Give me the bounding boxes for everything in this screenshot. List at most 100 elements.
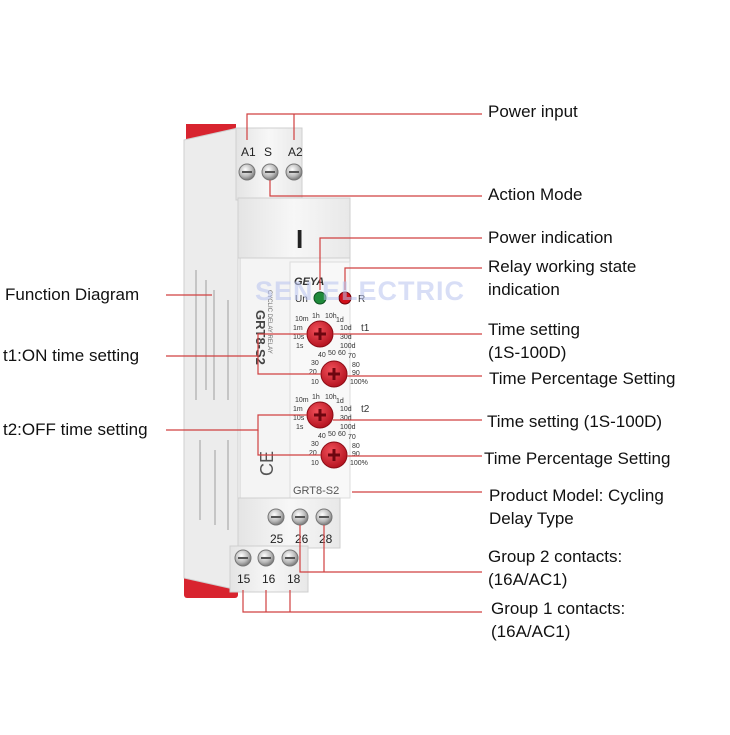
bottom-terminal-screws: [234, 549, 299, 567]
label-group1: Group 1 contacts: (16A/AC1): [491, 599, 626, 641]
svg-text:1d: 1d: [336, 317, 344, 324]
svg-text:100%: 100%: [350, 460, 368, 467]
mode-mark: I: [296, 224, 303, 254]
svg-text:25: 25: [270, 532, 284, 546]
svg-text:26: 26: [295, 532, 309, 546]
label-product-model: Product Model: Cycling Delay Type: [489, 486, 664, 528]
svg-text:20: 20: [309, 450, 317, 457]
label-pct-setting-1: Time Percentage Setting: [489, 369, 676, 388]
svg-text:10d: 10d: [340, 325, 352, 332]
svg-text:10h: 10h: [325, 313, 337, 320]
svg-text:10m: 10m: [295, 397, 309, 404]
svg-text:10s: 10s: [293, 415, 305, 422]
relay-led: [338, 291, 352, 305]
model-label: GRT8-S2: [293, 485, 339, 497]
line-action-mode: [269, 180, 482, 197]
svg-text:100d: 100d: [340, 343, 356, 350]
line-t2-b: [257, 430, 321, 456]
side-small-text: CYCLIC DELAY RELAY: [266, 290, 272, 354]
svg-text:90: 90: [352, 451, 360, 458]
line-power-input: [246, 113, 482, 140]
svg-text:70: 70: [348, 353, 356, 360]
svg-text:40: 40: [318, 352, 326, 359]
label-t2-off: t2:OFF time setting: [3, 420, 148, 439]
svg-text:1h: 1h: [312, 313, 320, 320]
bottom-terminal-labels: 15 16 18: [237, 572, 301, 586]
led-un-label: Un: [295, 294, 308, 305]
label-function-diagram: Function Diagram: [5, 285, 140, 304]
svg-text:60: 60: [338, 431, 346, 438]
svg-text:80: 80: [352, 443, 360, 450]
label-time-setting-2: Time setting (1S-100D): [487, 412, 663, 431]
label-time-setting-1: Time setting (1S-100D): [488, 320, 580, 362]
ce-mark: CE: [257, 451, 277, 476]
svg-text:80: 80: [352, 362, 360, 369]
svg-text:10d: 10d: [340, 406, 352, 413]
side-markings: [195, 270, 229, 530]
svg-text:16: 16: [262, 572, 276, 586]
label-relay-state: Relay working state indication: [488, 257, 637, 299]
svg-text:60: 60: [338, 350, 346, 357]
power-led: [313, 291, 327, 305]
t2-time-knob[interactable]: [306, 401, 334, 429]
t1-percentage-knob[interactable]: [320, 360, 348, 388]
svg-text:100d: 100d: [340, 424, 356, 431]
side-model-label: GRT8-S2: [253, 310, 268, 365]
dial-4-scale: 40 50 60 70 30 80 20 90 10 100%: [309, 431, 368, 467]
led-r-label: R: [358, 294, 365, 305]
svg-text:1d: 1d: [336, 398, 344, 405]
t2-label: t2: [361, 404, 370, 415]
svg-text:18: 18: [287, 572, 301, 586]
svg-text:40: 40: [318, 433, 326, 440]
label-action-mode: Action Mode: [488, 185, 583, 204]
line-t1-b: [257, 356, 321, 375]
brand-logo: GEYA: [294, 276, 324, 288]
svg-text:A2: A2: [288, 145, 303, 159]
svg-text:100%: 100%: [350, 379, 368, 386]
watermark: SEN ELECTRIC: [255, 276, 466, 306]
svg-text:20: 20: [309, 369, 317, 376]
svg-text:1m: 1m: [293, 325, 303, 332]
svg-text:1h: 1h: [312, 394, 320, 401]
top-terminal-screws: [238, 163, 303, 181]
line-t1: [166, 333, 307, 357]
svg-text:70: 70: [348, 434, 356, 441]
label-power-indication: Power indication: [488, 228, 613, 247]
svg-text:28: 28: [319, 532, 333, 546]
svg-text:S: S: [264, 145, 272, 159]
line-group1: [242, 590, 482, 613]
line-t2: [166, 414, 307, 431]
label-t1-on: t1:ON time setting: [3, 346, 140, 365]
label-pct-setting-2: Time Percentage Setting: [484, 449, 671, 468]
svg-text:90: 90: [352, 370, 360, 377]
label-power-input: Power input: [488, 102, 578, 121]
t1-time-knob[interactable]: [306, 320, 334, 348]
mid-terminal-screws: [267, 508, 333, 526]
t1-label: t1: [361, 323, 370, 334]
svg-text:10s: 10s: [293, 334, 305, 341]
label-group2: Group 2 contacts: (16A/AC1): [488, 547, 623, 589]
svg-text:10m: 10m: [295, 316, 309, 323]
housing-upper-step: [237, 197, 351, 259]
housing-left: [183, 127, 239, 591]
svg-text:30: 30: [311, 360, 319, 367]
t2-percentage-knob[interactable]: [320, 441, 348, 469]
line-power-indication: [319, 237, 482, 290]
line-group2: [299, 525, 482, 573]
dial-1-scale: 1h 10h 10m 1d 1m 10d 10s 30d 1s 100d: [293, 313, 356, 350]
svg-text:30: 30: [311, 441, 319, 448]
svg-text:1m: 1m: [293, 406, 303, 413]
svg-text:10h: 10h: [325, 394, 337, 401]
dial-2-scale: 40 50 60 70 30 80 20 90 10 100%: [309, 350, 368, 386]
svg-text:10: 10: [311, 460, 319, 467]
svg-text:50: 50: [328, 350, 336, 357]
dial-3-scale: 1h 10h 10m 1d 1m 10d 10s 30d 1s 100d: [293, 394, 356, 431]
svg-text:15: 15: [237, 572, 251, 586]
svg-text:1s: 1s: [296, 343, 304, 350]
svg-text:1s: 1s: [296, 424, 304, 431]
svg-text:30d: 30d: [340, 415, 352, 422]
mid-terminal-labels: 25 26 28: [270, 532, 333, 546]
svg-text:30d: 30d: [340, 334, 352, 341]
